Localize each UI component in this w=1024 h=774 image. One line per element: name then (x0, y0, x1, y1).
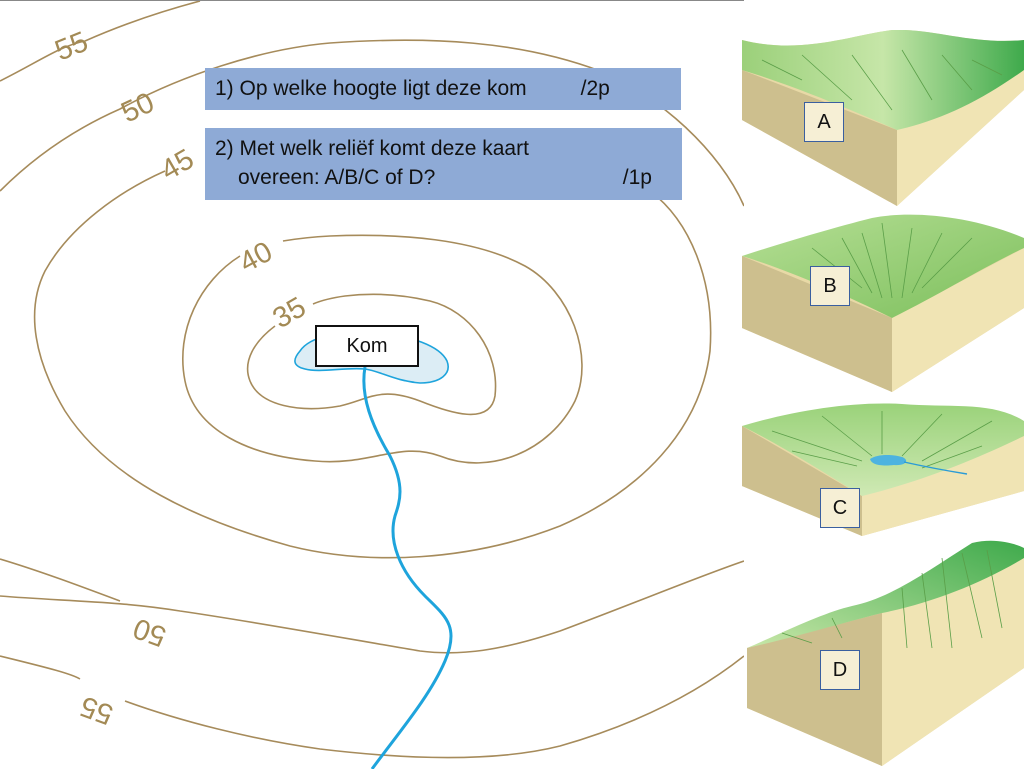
contour-label-40: 40 (234, 236, 278, 279)
question-2-points: /1p (622, 166, 652, 189)
relief-block-c: C (742, 396, 1024, 536)
relief-block-d-drawing (747, 540, 1024, 766)
river (362, 366, 453, 770)
contour-line-35 (246, 293, 497, 416)
block-label-d: D (820, 650, 860, 690)
contour-map-drawing: 55 50 45 40 35 50 55 (0, 0, 745, 770)
question-1-text: 1) Op welke hoogte ligt deze kom (215, 77, 527, 100)
relief-block-a-drawing (742, 30, 1024, 206)
question-1-points: /2p (580, 77, 610, 100)
contour-line-55-top (0, 0, 201, 82)
block-label-b: B (810, 266, 850, 306)
contour-label-35: 35 (268, 291, 312, 335)
contour-label-55-top: 55 (51, 26, 93, 68)
block-label-a: A (804, 102, 844, 142)
relief-block-c-drawing (742, 403, 1024, 536)
question-1: 1) Op welke hoogte ligt deze kom /2p (205, 68, 681, 110)
question-2: 2) Met welk reliëf komt deze kaart overe… (205, 128, 682, 200)
contour-line-40 (181, 234, 583, 464)
contour-line-50-bottom (0, 558, 121, 602)
kom-label: Kom (315, 325, 419, 367)
relief-block-d: D (742, 538, 1024, 766)
contour-map: 55 50 45 40 35 50 55 Kom (0, 0, 745, 770)
contour-line-55-bottom (0, 655, 745, 759)
block-label-c: C (820, 488, 860, 528)
contour-label-50-bottom: 50 (129, 611, 170, 652)
relief-block-b: B (742, 208, 1024, 392)
contour-label-55-bottom: 55 (76, 689, 117, 730)
relief-block-b-drawing (742, 214, 1024, 392)
contour-label-45: 45 (156, 143, 200, 187)
relief-block-a: A (742, 30, 1024, 206)
contour-line-45 (33, 155, 712, 559)
question-2-line-1: 2) Met welk reliëf komt deze kaart (215, 137, 529, 160)
question-2-line-2: overeen: A/B/C of D? (238, 166, 436, 189)
